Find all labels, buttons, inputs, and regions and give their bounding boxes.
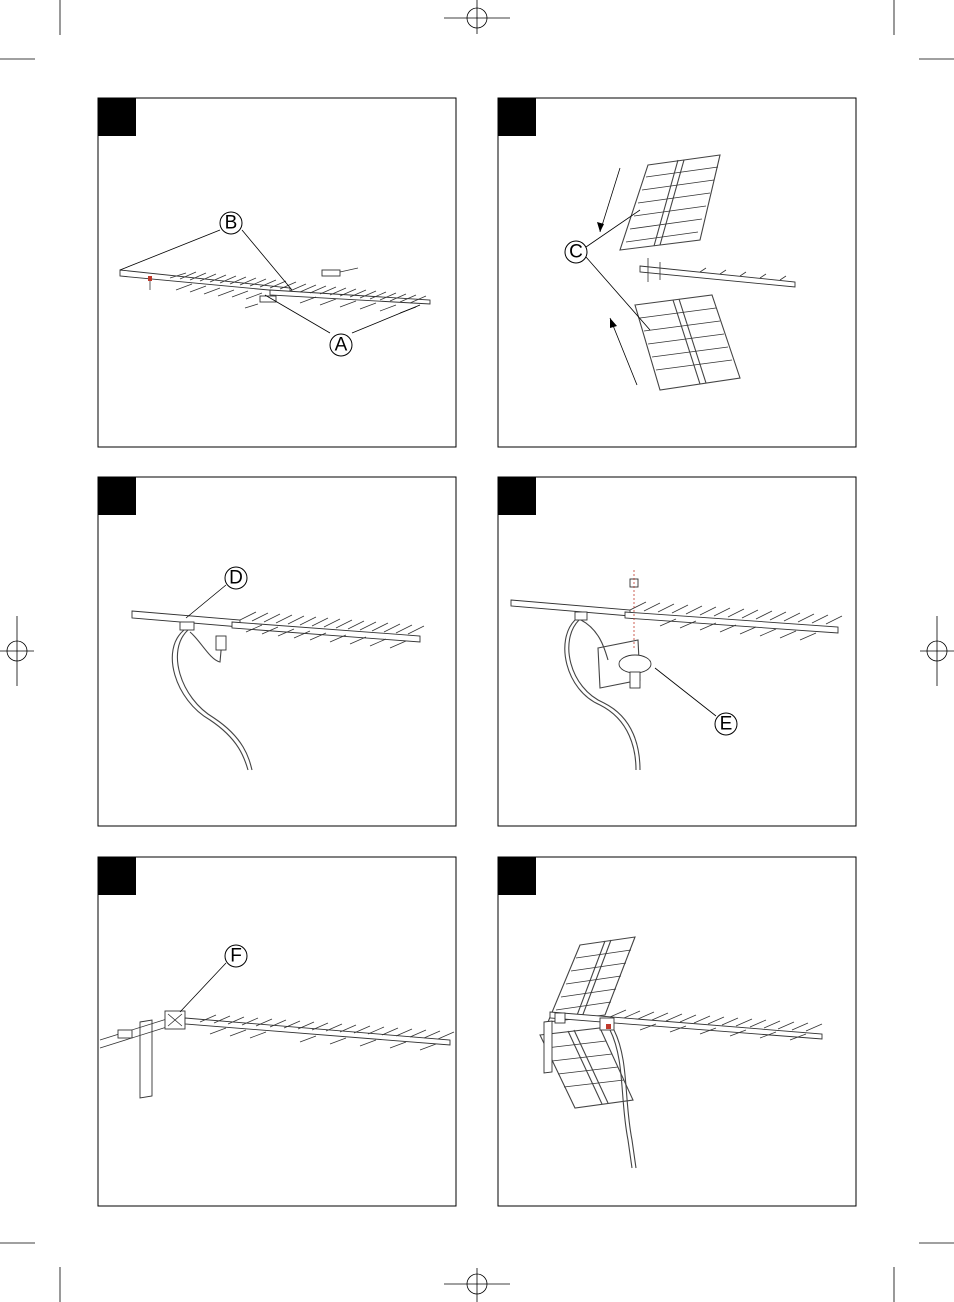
mast-pole — [544, 1021, 552, 1073]
panel-2: C — [498, 98, 856, 447]
step-tab — [498, 477, 536, 515]
callout-c: C — [565, 241, 587, 263]
panel-4: E — [498, 477, 856, 826]
callout-label: B — [225, 213, 238, 234]
callout-label: D — [229, 568, 243, 589]
callout-e: E — [715, 713, 737, 735]
step-tab — [98, 477, 136, 515]
callout-label: A — [335, 335, 348, 356]
callout-label: C — [569, 242, 583, 263]
callout-a: A — [330, 334, 352, 356]
panel-1: B A — [98, 98, 456, 447]
mast-clamp — [165, 1011, 185, 1029]
registration-mark-icon — [444, 1268, 510, 1302]
panel-3: D — [98, 477, 456, 826]
step-tab — [98, 857, 136, 895]
callout-label: F — [230, 946, 242, 967]
registration-mark-icon — [920, 616, 954, 686]
registration-mark-icon — [0, 616, 34, 686]
callout-b: B — [220, 212, 242, 234]
registration-mark-icon — [444, 0, 510, 34]
step-tab — [98, 98, 136, 136]
callout-d: D — [225, 567, 247, 589]
panel-6 — [498, 857, 856, 1206]
step-tab — [498, 98, 536, 136]
step-tab — [498, 857, 536, 895]
callout-f: F — [225, 945, 247, 967]
panel-5: F — [98, 857, 456, 1206]
callout-label: E — [720, 714, 733, 735]
